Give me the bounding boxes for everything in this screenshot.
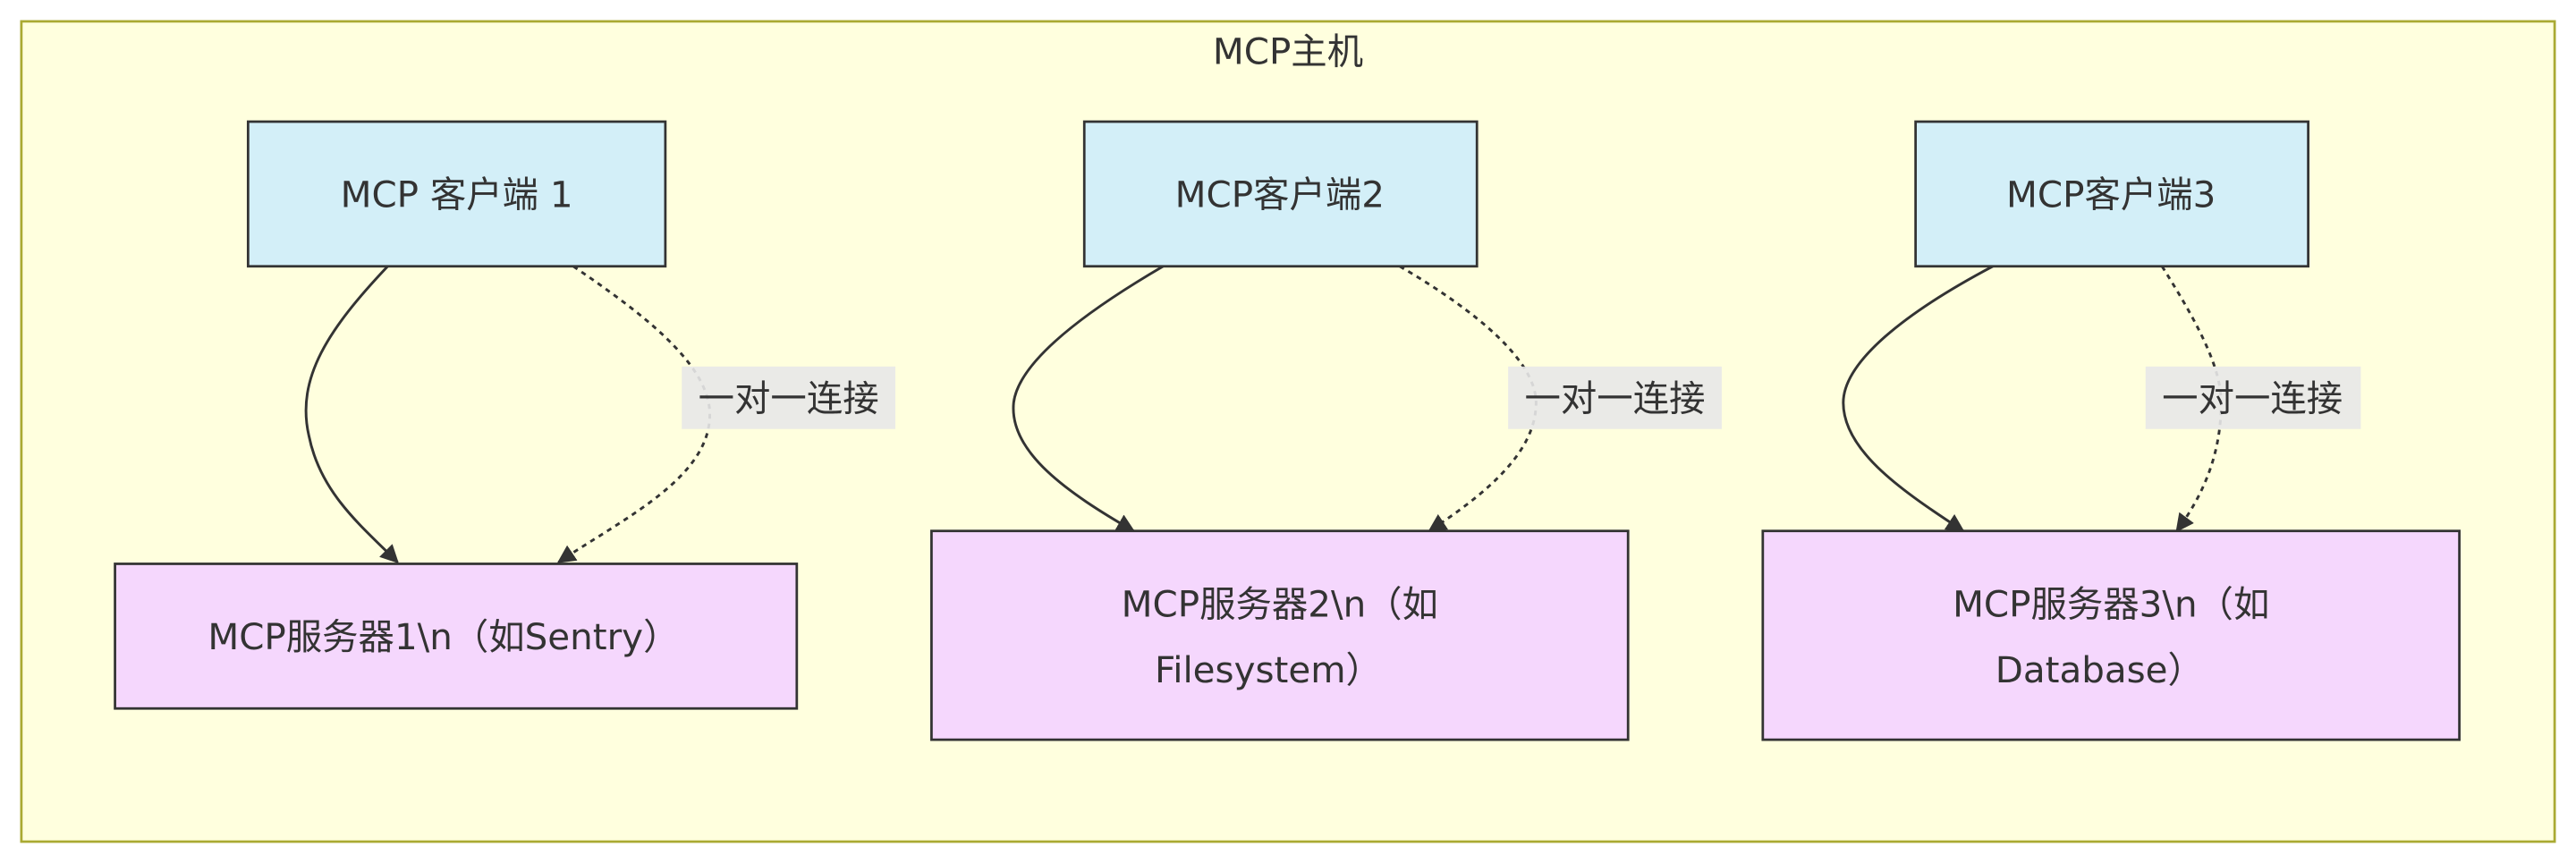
client-box-2[interactable] <box>1082 120 1479 268</box>
client-node-1[interactable]: MCP 客户端 1 <box>246 120 667 268</box>
server-box-1[interactable] <box>114 563 799 710</box>
client-label-3: MCP客户端3 <box>2006 173 2216 216</box>
edge-group-3: 一对一连接 <box>1842 265 2361 533</box>
server-label-3-line1: MCP服务器3\n（如 <box>1953 582 2269 625</box>
edge-group-1: 一对一连接 <box>304 265 896 564</box>
server-box-2[interactable] <box>930 529 1630 741</box>
edge-label-bg-1 <box>682 366 896 429</box>
edge-label-1: 一对一连接 <box>699 377 879 420</box>
edge-label-3: 一对一连接 <box>2162 377 2343 420</box>
edge-solid-3 <box>1842 265 1994 532</box>
edge-group-2: 一对一连接 <box>1012 265 1722 532</box>
edge-solid-2 <box>1012 265 1165 532</box>
server-label-2-line2: Filesystem） <box>1155 648 1382 691</box>
server-node-3[interactable]: MCP服务器3\n（如 Database） <box>1761 529 2461 741</box>
server-box-3[interactable] <box>1761 529 2461 741</box>
edge-label-bg-2 <box>1508 366 1722 429</box>
client-label-2: MCP客户端2 <box>1175 173 1385 216</box>
server-node-2[interactable]: MCP服务器2\n（如 Filesystem） <box>930 529 1630 741</box>
server-label-2-line1: MCP服务器2\n（如 <box>1122 582 1438 625</box>
host-title: MCP主机 <box>1213 30 1363 73</box>
server-node-1[interactable]: MCP服务器1\n（如Sentry） <box>114 563 799 710</box>
client-box-1[interactable] <box>246 120 667 268</box>
server-label-3-line2: Database） <box>1996 648 2204 691</box>
server-label-1: MCP服务器1\n（如Sentry） <box>208 615 679 658</box>
client-label-1: MCP 客户端 1 <box>341 173 573 216</box>
client-node-2[interactable]: MCP客户端2 <box>1082 120 1479 268</box>
edge-solid-1 <box>304 265 399 564</box>
client-node-3[interactable]: MCP客户端3 <box>1914 120 2309 268</box>
edge-label-bg-3 <box>2145 366 2361 429</box>
client-box-3[interactable] <box>1914 120 2309 268</box>
edge-label-2: 一对一连接 <box>1525 377 1706 420</box>
